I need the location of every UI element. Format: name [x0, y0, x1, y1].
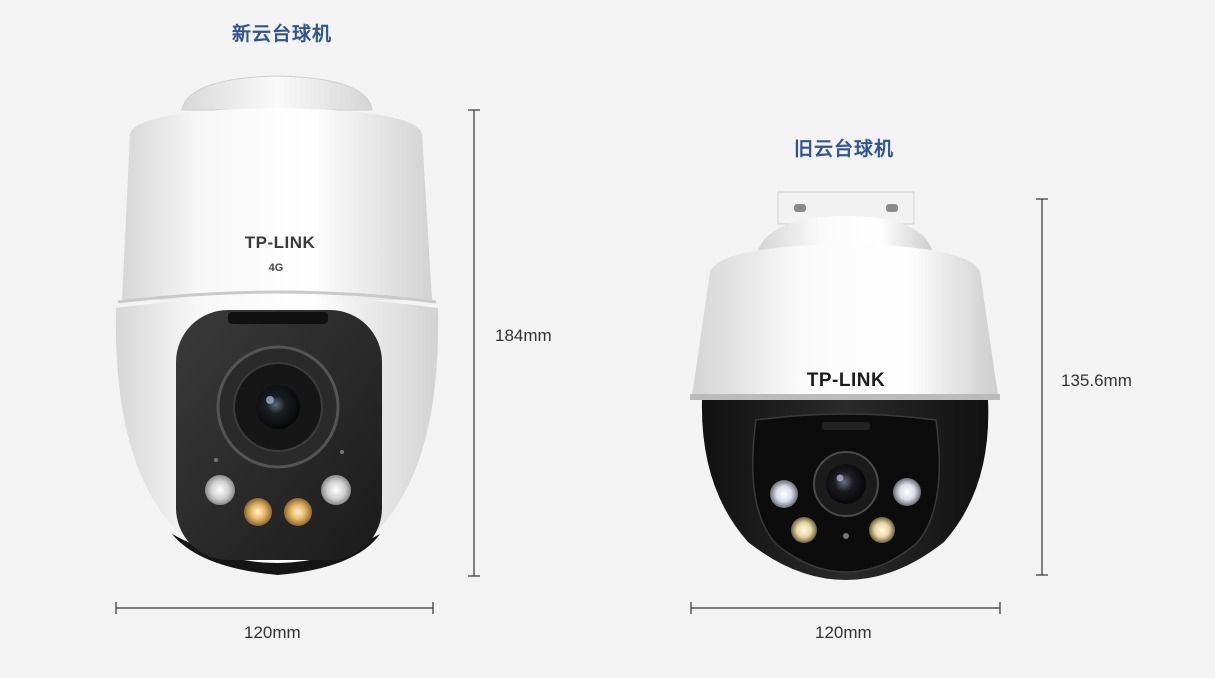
new-camera-image: TP-LINK 4G — [115, 75, 439, 575]
new-camera-badge: 4G — [269, 262, 284, 274]
new-camera-mount — [181, 75, 373, 111]
new-camera-brand: TP-LINK — [245, 233, 316, 252]
old-camera-led — [791, 517, 817, 543]
old-camera-led — [869, 517, 895, 543]
new-camera-led — [244, 498, 272, 526]
new-height-label: 184mm — [495, 326, 552, 345]
old-camera-led — [893, 478, 921, 506]
old-width-label: 120mm — [815, 623, 872, 642]
new-camera-title: 新云台球机 — [232, 23, 333, 45]
old-camera-title: 旧云台球机 — [794, 138, 895, 160]
new-camera-led — [321, 475, 351, 505]
new-camera-led — [205, 475, 235, 505]
old-height-label: 135.6mm — [1061, 371, 1132, 390]
old-camera-image: TP-LINK — [690, 191, 1000, 580]
new-camera-led — [284, 498, 312, 526]
old-camera-brand: TP-LINK — [807, 370, 885, 391]
old-camera-led — [770, 480, 798, 508]
old-camera-housing — [692, 244, 998, 396]
new-width-label: 120mm — [244, 623, 301, 642]
new-camera-housing — [122, 108, 432, 300]
